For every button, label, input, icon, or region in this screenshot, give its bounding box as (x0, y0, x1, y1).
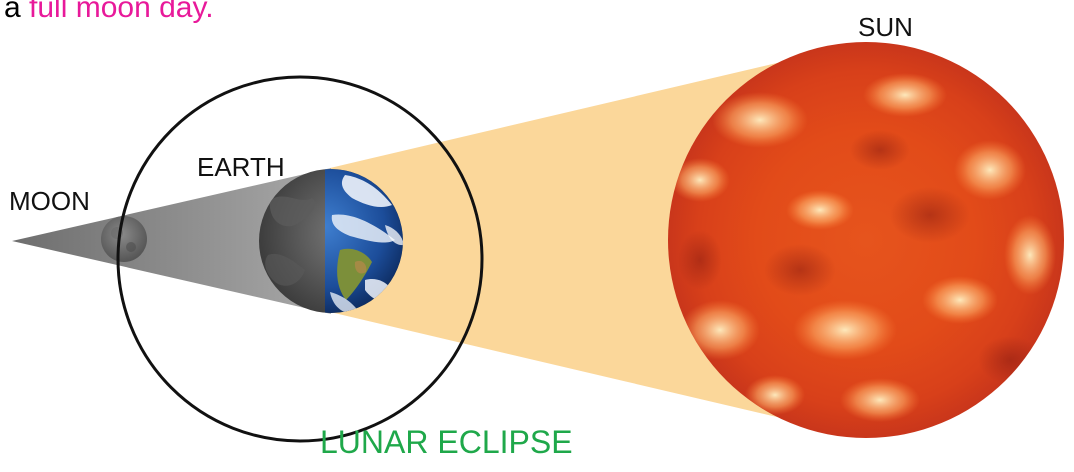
caption-highlight: full moon day. (29, 0, 214, 24)
earth-umbra-cone (12, 168, 331, 314)
sun (668, 42, 1064, 438)
earth-label: EARTH (197, 152, 285, 182)
moon-label: MOON (9, 186, 90, 216)
moon-orbit (116, 75, 484, 443)
moon (101, 216, 147, 262)
caption-prefix: a (4, 0, 30, 24)
diagram-title: LUNAR ECLIPSE (320, 424, 573, 460)
earth (259, 169, 403, 313)
caption-text: a full moon day. (4, 0, 214, 25)
sun-label: SUN (858, 12, 913, 42)
